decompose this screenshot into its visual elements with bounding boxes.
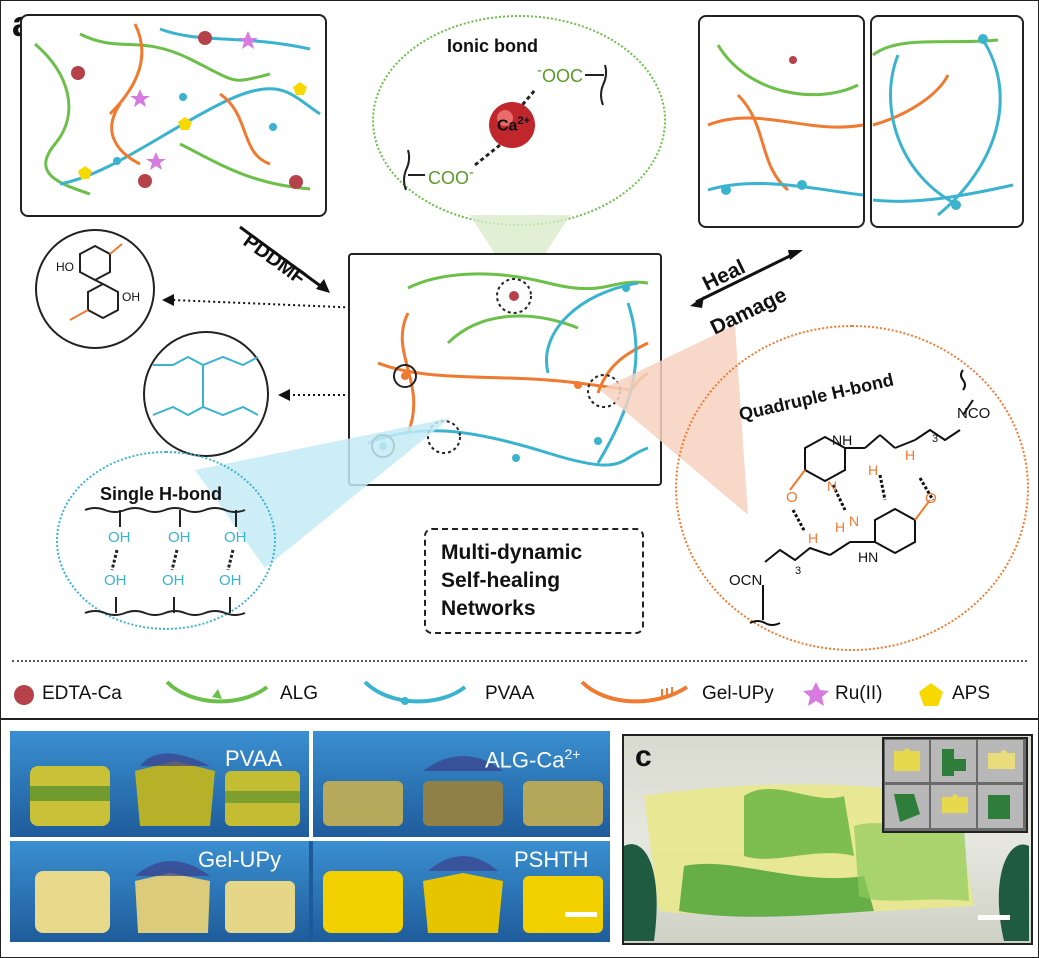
orange-strand-icon xyxy=(580,680,689,704)
panel-c-scale-bar xyxy=(978,915,1010,920)
legend-gel-upy: Gel-UPy xyxy=(702,683,774,704)
o-label-2: O xyxy=(925,490,937,507)
ester-crosslinker-zoom xyxy=(143,331,269,457)
legend-ru-ii: Ru(II) xyxy=(835,683,883,704)
subscript-3-lower: 3 xyxy=(795,565,802,577)
yellow-pentagon-icon xyxy=(919,683,943,706)
oh-label-2: OH xyxy=(168,529,191,546)
legend-pvaa: PVAA xyxy=(485,683,535,704)
heal-damage-arrows xyxy=(690,250,803,308)
legend-separator xyxy=(12,660,1027,662)
alg-ca-text: ALG-Ca xyxy=(485,747,565,773)
ionic-bond-diagram xyxy=(403,64,608,191)
panel-separator xyxy=(0,718,1039,720)
single-hbond-zoom xyxy=(56,451,276,630)
phenol-oh-label: OH xyxy=(122,290,140,304)
legend-edta-ca: EDTA-Ca xyxy=(42,683,122,704)
alg-ca-title: ALG-Ca2+ xyxy=(485,746,580,773)
alg-ca-samples xyxy=(323,756,603,826)
hn-label: HN xyxy=(858,549,879,565)
quad-hbond-structure xyxy=(749,369,974,626)
central-network-strands xyxy=(367,272,649,467)
h-label-2: H xyxy=(905,447,916,463)
h-label-3: H xyxy=(835,519,846,535)
panel-b-divider-v xyxy=(309,731,313,837)
legend-aps: APS xyxy=(952,683,991,704)
gel-upy-title: Gel-UPy xyxy=(198,847,282,872)
multi-dynamic-line1: Multi-dynamic xyxy=(441,541,583,564)
multi-dynamic-box xyxy=(424,528,644,634)
ca-symbol: Ca xyxy=(497,117,518,135)
gel-upy-samples xyxy=(35,861,295,933)
panel-b-scale-bar xyxy=(565,912,597,917)
h-label-1: H xyxy=(868,462,879,478)
calcium-ion-label: Ca2+ xyxy=(497,115,530,135)
h-label-4: H xyxy=(808,530,819,546)
pshth-samples xyxy=(323,856,603,933)
single-hbond-title: Single H-bond xyxy=(100,484,222,504)
single-hbond-structure xyxy=(84,507,246,616)
pddmf-arrow xyxy=(239,225,330,293)
left-group: COO xyxy=(428,168,470,188)
pvaa-title: PVAA xyxy=(225,746,283,771)
puzzle-inset-pieces xyxy=(885,740,1023,828)
oh-label-4: OH xyxy=(104,572,127,589)
ca-charge: 2+ xyxy=(517,115,530,127)
legend-alg: ALG xyxy=(280,683,319,704)
red-dot-icon xyxy=(14,685,34,705)
left-charge: - xyxy=(469,164,475,181)
panel-b-divider-h xyxy=(10,837,610,841)
ionic-bond-title: Ionic bond xyxy=(447,36,538,56)
multi-dynamic-line2: Self-healing xyxy=(441,569,561,592)
phenol-crosslinker-zoom xyxy=(35,229,155,349)
nco-label: NCO xyxy=(957,405,991,422)
alg-ca-sup: 2+ xyxy=(564,746,581,762)
nh-label: NH xyxy=(832,432,853,448)
biphenol-structure xyxy=(69,243,123,321)
damaged-network-strands xyxy=(707,34,1014,217)
green-strand-icon xyxy=(165,680,269,704)
purple-star-icon xyxy=(803,682,829,706)
right-charge: - xyxy=(537,62,542,79)
oh-label-5: OH xyxy=(162,572,185,589)
o-label-1: O xyxy=(786,489,798,506)
pvaa-samples xyxy=(30,753,300,826)
blue-strand-icon xyxy=(363,680,467,705)
subscript-3-upper: 3 xyxy=(932,433,939,445)
ocn-label: OCN xyxy=(729,572,763,589)
left-carboxylate: COO- xyxy=(428,164,474,189)
oh-label-6: OH xyxy=(219,572,242,589)
oh-label-1: OH xyxy=(108,529,131,546)
pshth-title: PSHTH xyxy=(514,847,589,872)
right-group: OOC xyxy=(542,66,584,86)
n-label-2: N xyxy=(849,513,860,529)
tert-butyl-ester-structure xyxy=(152,355,259,417)
n-label-1: N xyxy=(827,478,838,494)
components-strands xyxy=(34,23,321,196)
right-carboxylate: -OOC xyxy=(537,62,583,87)
panel-c-label: c xyxy=(635,740,652,773)
phenol-ho-label: HO xyxy=(56,260,74,274)
quad-hbond-zoom xyxy=(675,325,1029,651)
legend: EDTA-Ca ALG PVAA Gel-UPy Ru(II) APS xyxy=(12,675,1027,715)
oh-label-3: OH xyxy=(224,529,247,546)
multi-dynamic-line3: Networks xyxy=(441,597,536,620)
